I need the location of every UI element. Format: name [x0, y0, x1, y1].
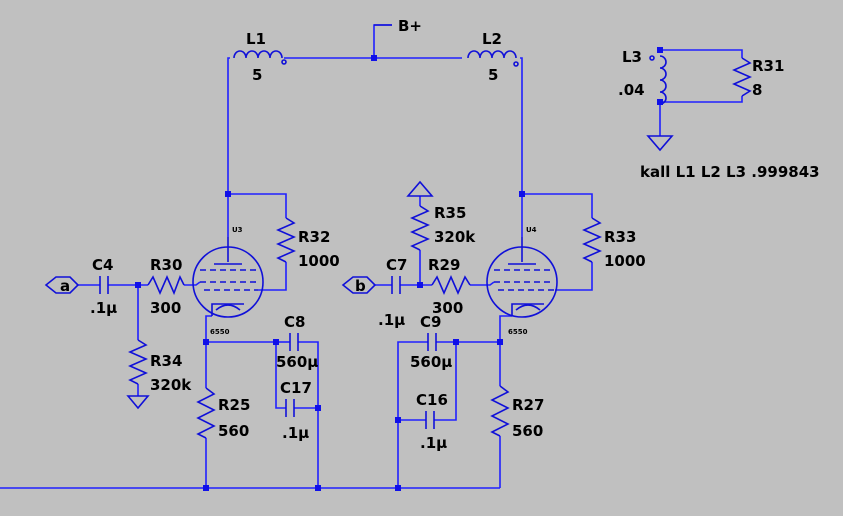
- resistor-r32[interactable]: [276, 217, 296, 263]
- label-c16-value: .1µ: [420, 434, 447, 452]
- label-l1-name: L1: [246, 30, 266, 48]
- resistor-r34[interactable]: [128, 339, 148, 385]
- label-u4-name: U4: [526, 226, 537, 234]
- spice-directive: kall L1 L2 L3 .999843: [640, 163, 820, 181]
- tube-u3[interactable]: [192, 237, 264, 318]
- resistor-r33[interactable]: [582, 217, 602, 263]
- tube-u4[interactable]: [486, 237, 558, 318]
- wires: [0, 24, 743, 489]
- label-c7-value: .1µ: [378, 311, 405, 329]
- supply-arrow-r35: [406, 180, 434, 197]
- label-r25-name: R25: [218, 396, 250, 414]
- resistor-r27[interactable]: [490, 385, 510, 437]
- label-r29-value: 300: [432, 299, 463, 317]
- label-c9-name: C9: [420, 313, 441, 331]
- resistor-r25[interactable]: [196, 387, 216, 439]
- resistor-r29[interactable]: [431, 275, 471, 295]
- label-c4-name: C4: [92, 256, 113, 274]
- label-u3-model: 6550: [210, 328, 230, 336]
- label-c7-name: C7: [386, 256, 407, 274]
- label-r33-value: 1000: [604, 252, 646, 270]
- label-b-plus: B+: [398, 17, 422, 35]
- label-c8-value: 560µ: [276, 353, 318, 371]
- label-c17-name: C17: [280, 379, 312, 397]
- capacitor-c4[interactable]: [99, 276, 109, 294]
- capacitor-c16[interactable]: [425, 411, 435, 429]
- resistor-r30[interactable]: [147, 275, 185, 296]
- label-r30-name: R30: [150, 256, 182, 274]
- port-b[interactable]: [341, 276, 377, 294]
- label-c4-value: .1µ: [90, 299, 117, 317]
- label-r33-name: R33: [604, 228, 636, 246]
- label-r31-value: 8: [752, 81, 762, 99]
- label-r31-name: R31: [752, 57, 784, 75]
- port-a[interactable]: [44, 276, 80, 294]
- capacitor-c17[interactable]: [285, 399, 295, 417]
- resistor-r31[interactable]: [732, 57, 752, 97]
- label-r27-value: 560: [512, 422, 543, 440]
- label-l3-value: .04: [618, 81, 645, 99]
- inductor-l3[interactable]: [649, 55, 667, 105]
- label-r34-name: R34: [150, 352, 182, 370]
- label-c16-name: C16: [416, 391, 448, 409]
- ground-symbol-l3: [646, 135, 674, 152]
- ground-symbol-r34: [126, 395, 150, 410]
- port-a-label: a: [60, 277, 70, 295]
- label-r27-name: R27: [512, 396, 544, 414]
- label-c9-value: 560µ: [410, 353, 452, 371]
- label-u4-model: 6550: [508, 328, 528, 336]
- inductor-l2[interactable]: [467, 50, 519, 67]
- label-l2-value: 5: [488, 66, 498, 84]
- label-r29-name: R29: [428, 256, 460, 274]
- label-r35-name: R35: [434, 204, 466, 222]
- label-l3-name: L3: [622, 48, 642, 66]
- capacitor-c8[interactable]: [289, 333, 299, 351]
- label-u3-name: U3: [232, 226, 243, 234]
- label-c17-value: .1µ: [282, 424, 309, 442]
- port-b-label: b: [355, 277, 366, 295]
- label-r30-value: 300: [150, 299, 181, 317]
- label-l2-name: L2: [482, 30, 502, 48]
- junctions: [135, 47, 663, 491]
- resistor-r35[interactable]: [410, 205, 430, 251]
- label-l1-value: 5: [252, 66, 262, 84]
- label-r25-value: 560: [218, 422, 249, 440]
- capacitor-c9[interactable]: [427, 333, 437, 351]
- inductor-l1[interactable]: [233, 50, 287, 65]
- capacitor-c7[interactable]: [391, 276, 401, 294]
- label-c8-name: C8: [284, 313, 305, 331]
- label-r32-value: 1000: [298, 252, 340, 270]
- label-r34-value: 320k: [150, 376, 192, 394]
- label-r32-name: R32: [298, 228, 330, 246]
- label-r35-value: 320k: [434, 228, 476, 246]
